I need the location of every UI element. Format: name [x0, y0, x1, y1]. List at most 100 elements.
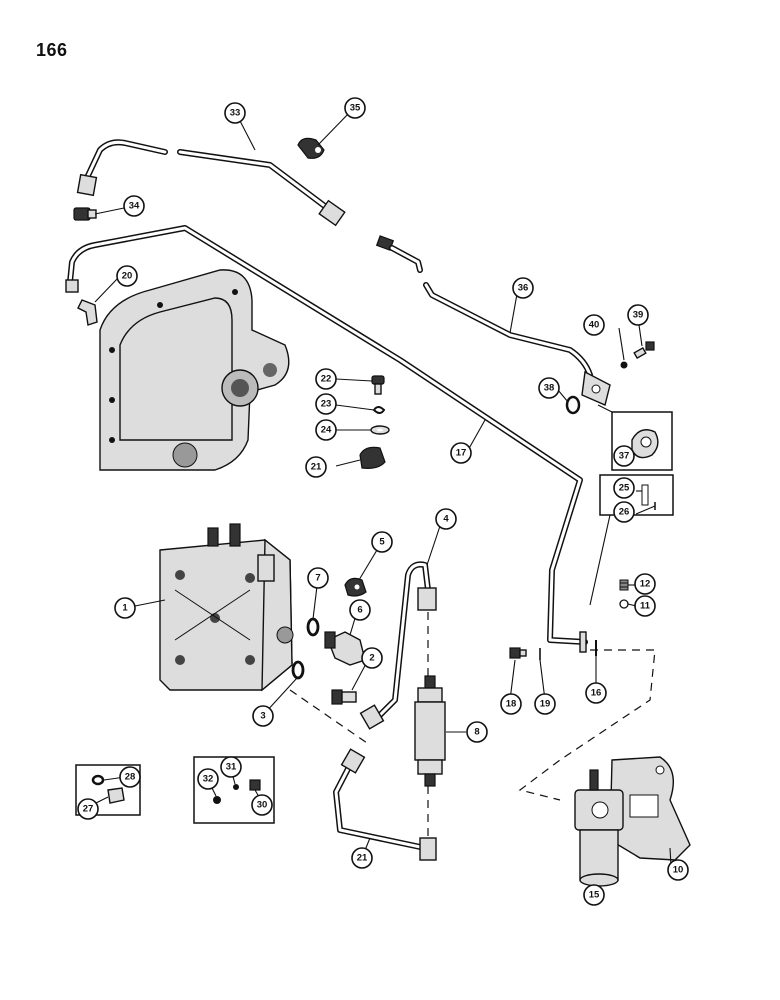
bolt-22 [371, 375, 385, 395]
svg-text:36: 36 [518, 283, 529, 294]
o-ring-38 [565, 395, 581, 415]
callout-17: 17 [450, 442, 472, 464]
svg-text:6: 6 [357, 605, 362, 616]
clip-21-upper [359, 446, 386, 469]
svg-text:30: 30 [257, 800, 268, 811]
lockwasher-23 [372, 406, 386, 414]
tube-4 [359, 561, 437, 730]
callout-23: 23 [315, 393, 337, 415]
svg-text:37: 37 [619, 451, 630, 462]
svg-text:32: 32 [203, 774, 214, 785]
tube-21-lower [333, 748, 437, 861]
svg-text:20: 20 [122, 271, 133, 282]
callout-32: 32 [197, 768, 219, 790]
callout-16: 16 [585, 682, 607, 704]
svg-text:12: 12 [640, 579, 651, 590]
callout-5: 5 [371, 531, 393, 553]
bracket-10 [609, 756, 691, 861]
callout-27: 27 [77, 798, 99, 820]
clip-5 [344, 577, 367, 597]
callout-19: 19 [534, 693, 556, 715]
transmission-housing [99, 269, 290, 471]
tube-33 [76, 139, 346, 227]
callout-12: 12 [634, 573, 656, 595]
svg-text:3: 3 [260, 711, 265, 722]
washer-24 [370, 425, 390, 435]
o-ring-7 [306, 617, 320, 637]
callout-4: 4 [435, 508, 457, 530]
callout-22: 22 [315, 368, 337, 390]
callout-38: 38 [538, 377, 560, 399]
svg-text:40: 40 [589, 320, 600, 331]
svg-text:17: 17 [456, 448, 467, 459]
o-ring-3 [291, 660, 305, 680]
svg-text:26: 26 [619, 507, 630, 518]
svg-text:35: 35 [350, 103, 361, 114]
callout-11: 11 [634, 595, 656, 617]
svg-text:34: 34 [129, 201, 140, 212]
callout-1: 1 [114, 597, 136, 619]
svg-text:2: 2 [369, 653, 374, 664]
svg-text:5: 5 [379, 537, 385, 548]
svg-text:10: 10 [673, 865, 684, 876]
callout-34: 34 [123, 195, 145, 217]
tube-36 [375, 235, 611, 406]
callout-25: 25 [613, 477, 635, 499]
callout-26: 26 [613, 501, 635, 523]
svg-text:8: 8 [474, 727, 479, 738]
svg-text:21: 21 [357, 853, 368, 864]
callout-21-lower: 21 [351, 847, 373, 869]
svg-text:38: 38 [544, 383, 555, 394]
inset-37 [597, 404, 673, 471]
clip-35 [297, 137, 325, 159]
callout-35: 35 [344, 97, 366, 119]
svg-text:18: 18 [506, 699, 517, 710]
dashed-routing [289, 612, 656, 838]
svg-text:39: 39 [633, 310, 644, 321]
callout-33: 33 [224, 102, 246, 124]
callout-31: 31 [220, 756, 242, 778]
washer-40 [620, 361, 628, 369]
callout-2: 2 [361, 647, 383, 669]
svg-text:28: 28 [125, 772, 136, 783]
ball-11 [619, 599, 629, 609]
callout-10: 10 [667, 859, 689, 881]
elbow-20 [77, 299, 98, 326]
svg-text:33: 33 [230, 108, 241, 119]
callout-28: 28 [119, 766, 141, 788]
svg-text:31: 31 [226, 762, 237, 773]
bolt-39 [633, 341, 655, 360]
callout-21-upper: 21 [305, 456, 327, 478]
svg-text:23: 23 [321, 399, 332, 410]
callout-7: 7 [307, 567, 329, 589]
callout-20: 20 [116, 265, 138, 287]
accumulator-8 [414, 675, 446, 787]
inset-27-28 [75, 764, 141, 816]
callout-15: 15 [583, 884, 605, 906]
svg-text:25: 25 [619, 483, 630, 494]
callout-24: 24 [315, 419, 337, 441]
callout-8: 8 [466, 721, 488, 743]
callout-3: 3 [252, 705, 274, 727]
tube-17 [65, 225, 588, 653]
svg-text:1: 1 [122, 603, 128, 614]
svg-text:4: 4 [443, 514, 449, 525]
svg-text:27: 27 [83, 804, 94, 815]
svg-text:19: 19 [540, 699, 551, 710]
svg-text:16: 16 [591, 688, 602, 699]
callout-6: 6 [349, 599, 371, 621]
elbow-fitting-6 [324, 631, 366, 666]
callout-37: 37 [613, 445, 635, 467]
svg-text:7: 7 [315, 573, 320, 584]
fitting-18 [509, 647, 527, 659]
svg-text:21: 21 [311, 462, 322, 473]
callout-39: 39 [627, 304, 649, 326]
svg-text:22: 22 [321, 374, 332, 385]
svg-text:24: 24 [321, 425, 332, 436]
callout-36: 36 [512, 277, 534, 299]
valve-15 [574, 769, 624, 887]
page-number: 166 [36, 40, 68, 60]
control-valve-1 [159, 523, 294, 692]
fitting-34 [73, 207, 97, 221]
